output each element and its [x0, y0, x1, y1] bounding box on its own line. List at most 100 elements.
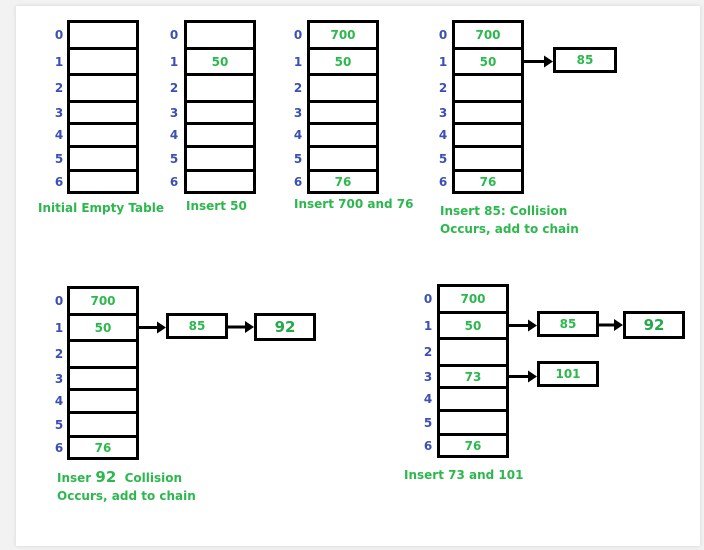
hash-slot: 76: [452, 169, 524, 194]
hash-slot: [307, 73, 379, 103]
hash-slot: [452, 145, 524, 172]
hash-slot: [67, 411, 139, 438]
index-label: 2: [54, 347, 64, 361]
chain-arrow-head: [245, 321, 254, 333]
index-label: 2: [54, 81, 64, 95]
index-label: 5: [169, 151, 179, 166]
index-label: 4: [54, 128, 64, 142]
caption-text: Insert 73 and 101: [404, 468, 524, 482]
hash-slot: 700: [307, 20, 379, 50]
caption-text: 92: [95, 468, 117, 486]
chain-node: 85: [537, 311, 599, 337]
chain-arrow-head: [528, 319, 537, 332]
hash-slot: 76: [67, 435, 139, 460]
step-caption: Initial Empty Table: [38, 199, 164, 217]
index-label: 5: [54, 417, 64, 432]
step-caption: Insert 50: [186, 197, 247, 215]
hash-slot: [184, 145, 256, 172]
index-label: 4: [169, 128, 179, 142]
index-label: 3: [438, 105, 448, 120]
index-label: 1: [438, 54, 448, 69]
hash-slot: 50: [437, 311, 509, 340]
hash-slot: 700: [67, 286, 139, 316]
index-label: 3: [54, 371, 64, 386]
index-label: 2: [293, 81, 303, 95]
hash-slot: [452, 73, 524, 103]
index-label: 4: [438, 128, 448, 142]
index-label: 6: [438, 174, 448, 189]
hash-slot: [184, 122, 256, 148]
caption-text: Inser: [57, 471, 96, 485]
caption-line: Occurs, add to chain: [440, 220, 579, 238]
hash-slot: [184, 20, 256, 50]
index-label: 1: [54, 54, 64, 69]
index-label: 3: [169, 105, 179, 120]
chain-arrow-head: [528, 370, 537, 383]
hash-slot: 73: [437, 364, 509, 389]
hash-slot: 50: [67, 313, 139, 342]
hash-slot: [67, 145, 139, 172]
index-label: 1: [293, 54, 303, 69]
index-label: 4: [293, 128, 303, 142]
index-label: 5: [438, 151, 448, 166]
index-label: 3: [54, 105, 64, 120]
index-label: 3: [423, 369, 433, 384]
index-label: 2: [438, 81, 448, 95]
index-label: 2: [169, 81, 179, 95]
index-label: 0: [54, 28, 64, 42]
index-label: 1: [169, 54, 179, 69]
caption-line: Insert 50: [186, 197, 247, 215]
index-label: 6: [293, 174, 303, 189]
chain-arrow-head: [157, 321, 166, 334]
hash-slot: [437, 409, 509, 436]
hash-slot: [307, 100, 379, 125]
index-label: 6: [54, 174, 64, 189]
chain-arrow-head: [614, 319, 623, 331]
hash-slot: [67, 47, 139, 76]
caption-line: Inser 92 Collision: [57, 468, 196, 487]
caption-line: Initial Empty Table: [38, 199, 164, 217]
chain-node: 92: [623, 311, 685, 339]
caption-line: Insert 73 and 101: [404, 466, 523, 484]
hash-slot: [67, 20, 139, 50]
index-label: 1: [54, 320, 64, 335]
index-label: 4: [54, 394, 64, 408]
caption-text: Insert 700 and 76: [294, 197, 414, 211]
caption-text: Insert 85: Collision: [440, 204, 568, 218]
index-label: 0: [54, 294, 64, 308]
caption-text: Occurs, add to chain: [440, 222, 579, 236]
caption-text: Occurs, add to chain: [57, 489, 196, 503]
chain-node: 85: [166, 313, 228, 339]
index-label: 1: [423, 318, 433, 333]
hash-slot: [437, 337, 509, 367]
chain-node: 101: [537, 361, 599, 387]
hash-slot: 50: [452, 47, 524, 76]
hash-slot: 700: [452, 20, 524, 50]
hash-slot: 76: [307, 169, 379, 194]
caption-line: Insert 85: Collision: [440, 202, 579, 220]
index-label: 0: [169, 28, 179, 42]
hash-slot: 700: [437, 284, 509, 314]
step-caption: Insert 700 and 76: [294, 195, 413, 213]
index-label: 3: [293, 105, 303, 120]
chain-node: 85: [553, 47, 617, 73]
chain-arrow-head: [544, 55, 553, 68]
index-label: 5: [293, 151, 303, 166]
hash-slot: 50: [307, 47, 379, 76]
chain-node: 92: [254, 313, 316, 341]
step-caption: Insert 73 and 101: [404, 466, 523, 484]
index-label: 5: [54, 151, 64, 166]
hash-slot: [307, 145, 379, 172]
index-label: 0: [423, 292, 433, 306]
index-label: 6: [54, 440, 64, 455]
index-label: 0: [438, 28, 448, 42]
index-label: 6: [423, 438, 433, 453]
hash-slot: [184, 73, 256, 103]
hash-slot: [307, 122, 379, 148]
hash-slot: [184, 169, 256, 194]
index-label: 6: [169, 174, 179, 189]
caption-text: Initial Empty Table: [38, 201, 164, 215]
